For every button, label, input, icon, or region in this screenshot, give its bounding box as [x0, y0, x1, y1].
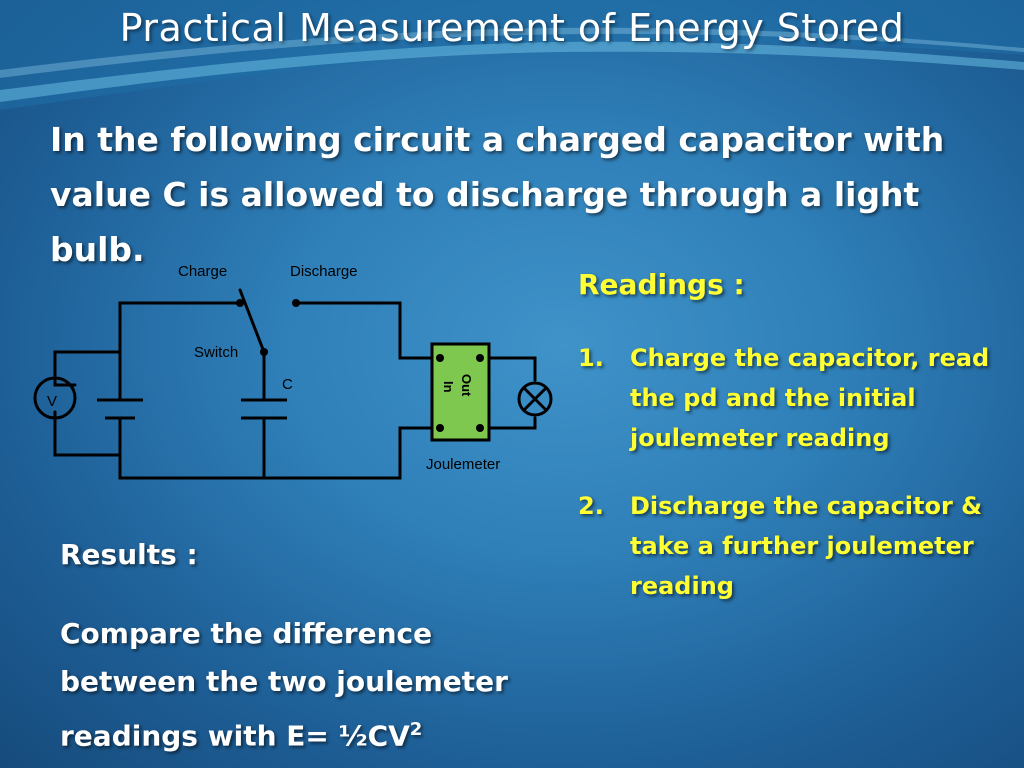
joulemeter-label: Joulemeter: [426, 456, 500, 473]
list-text: Charge the capacitor, read the pd and th…: [630, 344, 990, 452]
list-text: Discharge the capacitor & take a further…: [630, 492, 983, 600]
joulemeter-terminal: [436, 424, 444, 432]
slide-title: Practical Measurement of Energy Stored: [119, 6, 905, 50]
voltmeter-icon: [33, 376, 77, 420]
switch-label: Switch: [194, 344, 238, 361]
wire-top-left: [118, 301, 242, 402]
results-text: Compare the difference between the two j…: [60, 610, 560, 760]
wire-out-top: [478, 356, 537, 382]
results-heading: Results :: [60, 538, 198, 571]
joulemeter-in-label: In: [441, 381, 456, 393]
results-exponent: 2: [409, 719, 423, 740]
switch-contact-discharge: [292, 299, 300, 307]
switch-pivot: [260, 348, 268, 356]
lamp-icon: [517, 381, 553, 417]
voltmeter-label: V: [47, 393, 57, 410]
capacitor-label: C: [282, 376, 293, 393]
wire-bottom: [118, 416, 437, 480]
joulemeter-terminal: [436, 354, 444, 362]
joulemeter-out-label: Out: [459, 374, 474, 397]
readings-list: 1. Charge the capacitor, read the pd and…: [578, 338, 998, 634]
wire-out-bottom: [478, 416, 537, 430]
header-swoosh-decoration: [0, 0, 1024, 110]
wire-voltmeter-top: [53, 350, 122, 387]
results-formula-text: Compare the difference between the two j…: [60, 617, 508, 753]
list-item: 1. Charge the capacitor, read the pd and…: [578, 338, 998, 458]
charge-label: Charge: [178, 263, 227, 280]
discharge-label: Discharge: [290, 263, 358, 280]
joulemeter-terminal: [476, 354, 484, 362]
wire-discharge: [294, 301, 437, 360]
switch-contact-charge: [236, 299, 244, 307]
readings-heading: Readings :: [578, 268, 745, 301]
intro-text: In the following circuit a charged capac…: [50, 120, 945, 269]
list-number: 2.: [578, 492, 604, 520]
wire-voltmeter-bottom: [53, 410, 122, 457]
list-number: 1.: [578, 344, 604, 372]
list-item: 2. Discharge the capacitor & take a furt…: [578, 486, 998, 606]
joulemeter-terminal: [476, 424, 484, 432]
switch-blade: [238, 288, 266, 354]
